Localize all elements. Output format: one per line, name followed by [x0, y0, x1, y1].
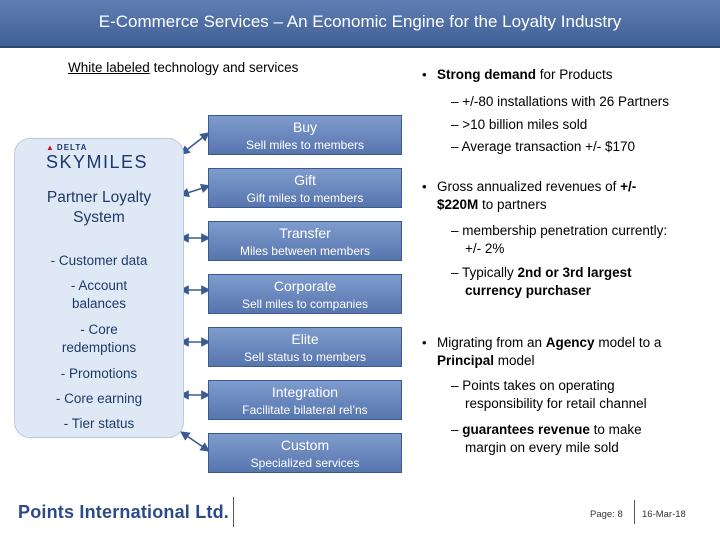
b1-bold: Strong demand [437, 67, 537, 82]
delta-triangle-icon: ▲ [46, 143, 55, 152]
sub-text: margin on every mile sold [465, 440, 619, 455]
b2-bold: $220M [437, 197, 479, 212]
sub-text: membership penetration currently: [462, 223, 668, 238]
delta-label: DELTA [56, 143, 88, 152]
b2-bold: +/- [620, 179, 637, 194]
partner-title-line1: Partner Loyalty [46, 189, 152, 206]
service-name: Integration [271, 384, 339, 400]
sub-bold: 2nd or 3rd largest [517, 265, 632, 280]
b2-text: Gross annualized revenues of [437, 179, 621, 194]
partner-item: - Tier status [63, 416, 135, 431]
sub-text: >10 billion miles sold [462, 117, 588, 132]
partner-item: redemptions [61, 340, 137, 355]
partner-item: - Core [80, 322, 118, 337]
sub-bold: currency purchaser [465, 283, 592, 298]
b3-text: Migrating from an [437, 335, 546, 350]
b3-bold: Principal [437, 353, 495, 368]
footer-divider [634, 500, 635, 524]
arrow-buy [180, 132, 210, 155]
bullet-dot-icon: • [422, 67, 427, 82]
partner-item: - Customer data [50, 253, 148, 268]
service-desc: Sell miles to members [245, 138, 365, 152]
service-desc: Sell miles to companies [241, 297, 369, 311]
bullet-dot-icon: • [422, 335, 427, 350]
service-desc: Specialized services [250, 456, 360, 470]
points-logo: Points International Ltd. [18, 502, 229, 522]
right-bullet-1: Strong demand for Products [437, 66, 613, 84]
partner-item: - Account [70, 278, 128, 293]
b1-rest: for Products [536, 67, 613, 82]
right-sub-1a: – +/-80 installations with 26 Partners [451, 94, 669, 109]
partner-item: - Core earning [55, 391, 143, 406]
footer-divider [233, 497, 234, 527]
sub-text: responsibility for retail channel [465, 396, 647, 411]
footer-date: 16-Mar-18 [642, 509, 686, 520]
skymiles-logo: SKYMILES [46, 152, 149, 172]
sub-text: +/-80 installations with 26 Partners [462, 94, 669, 109]
section-subtitle: White labeled technology and services [68, 60, 298, 75]
right-sub-1c: – Average transaction +/- $170 [451, 139, 636, 154]
service-name: Elite [291, 331, 319, 347]
subtitle-underlined: White labeled [68, 60, 150, 75]
sub-text: Points takes on operating [462, 378, 615, 393]
service-name: Gift [294, 172, 316, 188]
right-sub-2a: – membership penetration currently:+/- 2… [451, 223, 668, 256]
bullet-dot-icon: • [422, 179, 427, 194]
service-desc: Gift miles to members [246, 191, 364, 205]
sub-text: Average transaction +/- $170 [461, 139, 636, 154]
arrow-gift [179, 183, 211, 198]
service-desc: Sell status to members [243, 350, 367, 364]
sub-bold: guarantees revenue [462, 422, 590, 437]
service-name: Custom [280, 437, 330, 453]
partner-item: - Promotions [60, 366, 138, 381]
b3-bold: Agency [545, 335, 595, 350]
service-desc: Facilitate bilateral rel’ns [242, 403, 368, 417]
delta-logo: ▲DELTA [46, 143, 87, 152]
service-desc: Miles between members [239, 244, 371, 258]
service-name: Transfer [279, 225, 331, 241]
page-number: Page: 8 [590, 509, 623, 520]
right-bullet-2: Gross annualized revenues of +/- $220M to… [437, 178, 636, 214]
b3-text: model [494, 353, 535, 368]
partner-loyalty-box [14, 138, 184, 438]
title-bar: E-Commerce Services – An Economic Engine… [0, 0, 720, 48]
slide-title: E-Commerce Services – An Economic Engine… [98, 12, 622, 31]
sub-text: +/- 2% [465, 241, 505, 256]
sub-text: to make [589, 422, 642, 437]
arrow-custom [180, 431, 210, 452]
right-bullet-3: Migrating from an Agency model to a Princ… [437, 334, 661, 370]
sub-text: Typically [462, 265, 518, 280]
b2-text: to partners [478, 197, 547, 212]
service-name: Corporate [273, 278, 337, 294]
right-sub-1b: – >10 billion miles sold [451, 117, 588, 132]
service-name: Buy [292, 119, 318, 135]
subtitle-rest: technology and services [149, 60, 299, 75]
b3-text: model to a [594, 335, 662, 350]
partner-title-line2: System [73, 209, 125, 226]
partner-item: balances [71, 296, 127, 311]
